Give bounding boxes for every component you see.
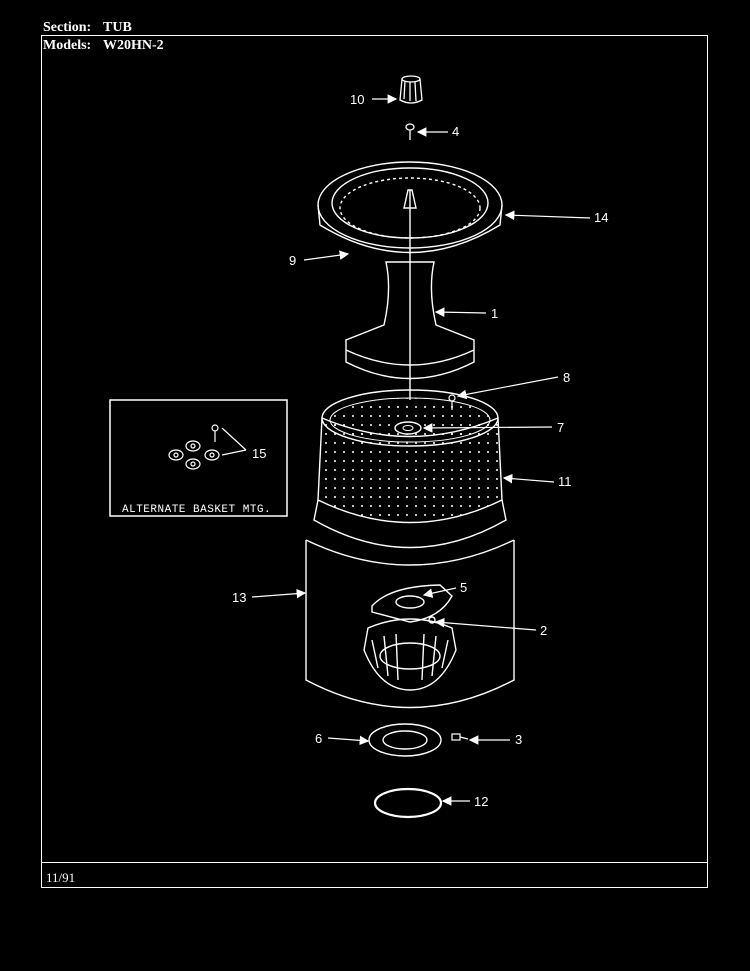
spin-basket-part bbox=[313, 389, 507, 549]
callout-6: 6 bbox=[315, 731, 322, 746]
gasket-part bbox=[368, 723, 442, 757]
o-ring-part bbox=[373, 787, 443, 819]
tub-seal-part bbox=[363, 618, 457, 691]
callout-12: 12 bbox=[474, 794, 488, 809]
callout-11: 11 bbox=[558, 474, 572, 489]
agitator-part bbox=[345, 261, 475, 380]
callout-5: 5 bbox=[460, 580, 467, 595]
callout-13: 13 bbox=[232, 590, 246, 605]
outer-tub-part bbox=[305, 539, 515, 709]
callout-4: 4 bbox=[452, 124, 459, 139]
models-label: Models: bbox=[43, 38, 92, 53]
bolt-part bbox=[405, 123, 415, 140]
callout-7: 7 bbox=[557, 420, 564, 435]
drive-mount-part bbox=[371, 584, 453, 623]
tub-bolt-part bbox=[451, 733, 469, 741]
alternate-basket-inset: ALTERNATE BASKET MTG. bbox=[109, 399, 288, 517]
callout-1: 1 bbox=[491, 306, 498, 321]
agitator-cap-part bbox=[399, 75, 423, 104]
callout-10: 10 bbox=[350, 92, 364, 107]
footer-date: 11/91 bbox=[46, 870, 76, 885]
callout-3: 3 bbox=[515, 732, 522, 747]
models-value: W20HN-2 bbox=[103, 38, 164, 53]
inset-caption: ALTERNATE BASKET MTG. bbox=[122, 504, 271, 516]
basket-hub-part bbox=[394, 421, 422, 435]
callout-15: 15 bbox=[252, 446, 266, 461]
callout-8: 8 bbox=[563, 370, 570, 385]
footer-divider bbox=[41, 862, 708, 863]
section-value: TUB bbox=[103, 20, 132, 35]
callout-9: 9 bbox=[289, 253, 296, 268]
tub-ring-part bbox=[317, 161, 503, 400]
drawing-frame bbox=[41, 35, 708, 888]
section-label: Section: bbox=[43, 20, 92, 35]
callout-14: 14 bbox=[594, 210, 608, 225]
callout-2: 2 bbox=[540, 623, 547, 638]
